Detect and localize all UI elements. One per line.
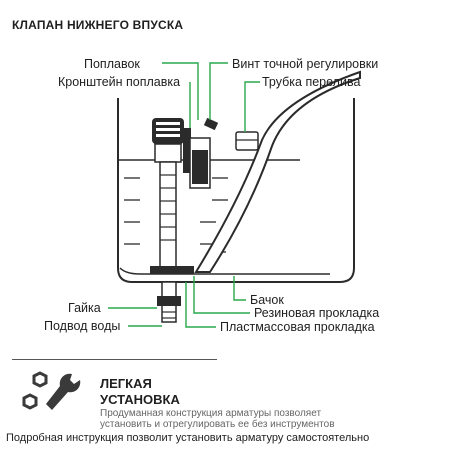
footer-text: Подробная инструкция позволит установить… <box>6 432 370 444</box>
divider <box>12 359 217 360</box>
label-float-bracket: Кронштейн поплавка <box>58 75 181 89</box>
tank-floor <box>119 267 330 275</box>
feature-desc-line2: установить и отрегулировать ее без инстр… <box>100 419 335 430</box>
feature-title: ЛЕГКАЯ УСТАНОВКА <box>100 376 180 408</box>
fine-screw <box>203 117 219 131</box>
feature-desc-line1: Продуманная конструкция арматуры позволя… <box>100 408 322 419</box>
label-rubber-gasket: Резиновая прокладка <box>254 306 380 320</box>
valve-head <box>154 143 182 163</box>
tank-outline <box>117 98 355 283</box>
wrench-bolts-icon <box>16 370 86 420</box>
label-overflow-tube: Трубка перелива <box>262 75 361 89</box>
label-water-supply: Подвод воды <box>44 319 121 333</box>
float-bracket <box>183 128 191 173</box>
feature-title-line2: УСТАНОВКА <box>100 392 180 407</box>
feature-title-line1: ЛЕГКАЯ <box>100 376 152 391</box>
label-plastic-gasket: Пластмассовая прокладка <box>220 320 375 334</box>
nut-shape <box>157 296 181 306</box>
label-tank: Бачок <box>250 293 284 307</box>
label-nut: Гайка <box>68 301 101 315</box>
valve-column <box>159 161 177 271</box>
overflow-wall <box>194 70 361 273</box>
label-fine-adjust-screw: Винт точной регулировки <box>232 57 379 71</box>
overflow-tube-cap <box>235 131 259 151</box>
page-title: КЛАПАН НИЖНЕГО ВПУСКА <box>12 18 184 32</box>
feature-description: Продуманная конструкция арматуры позволя… <box>100 408 335 430</box>
valve-base <box>150 266 194 274</box>
label-float: Поплавок <box>84 57 140 71</box>
callout-lines <box>108 62 260 328</box>
